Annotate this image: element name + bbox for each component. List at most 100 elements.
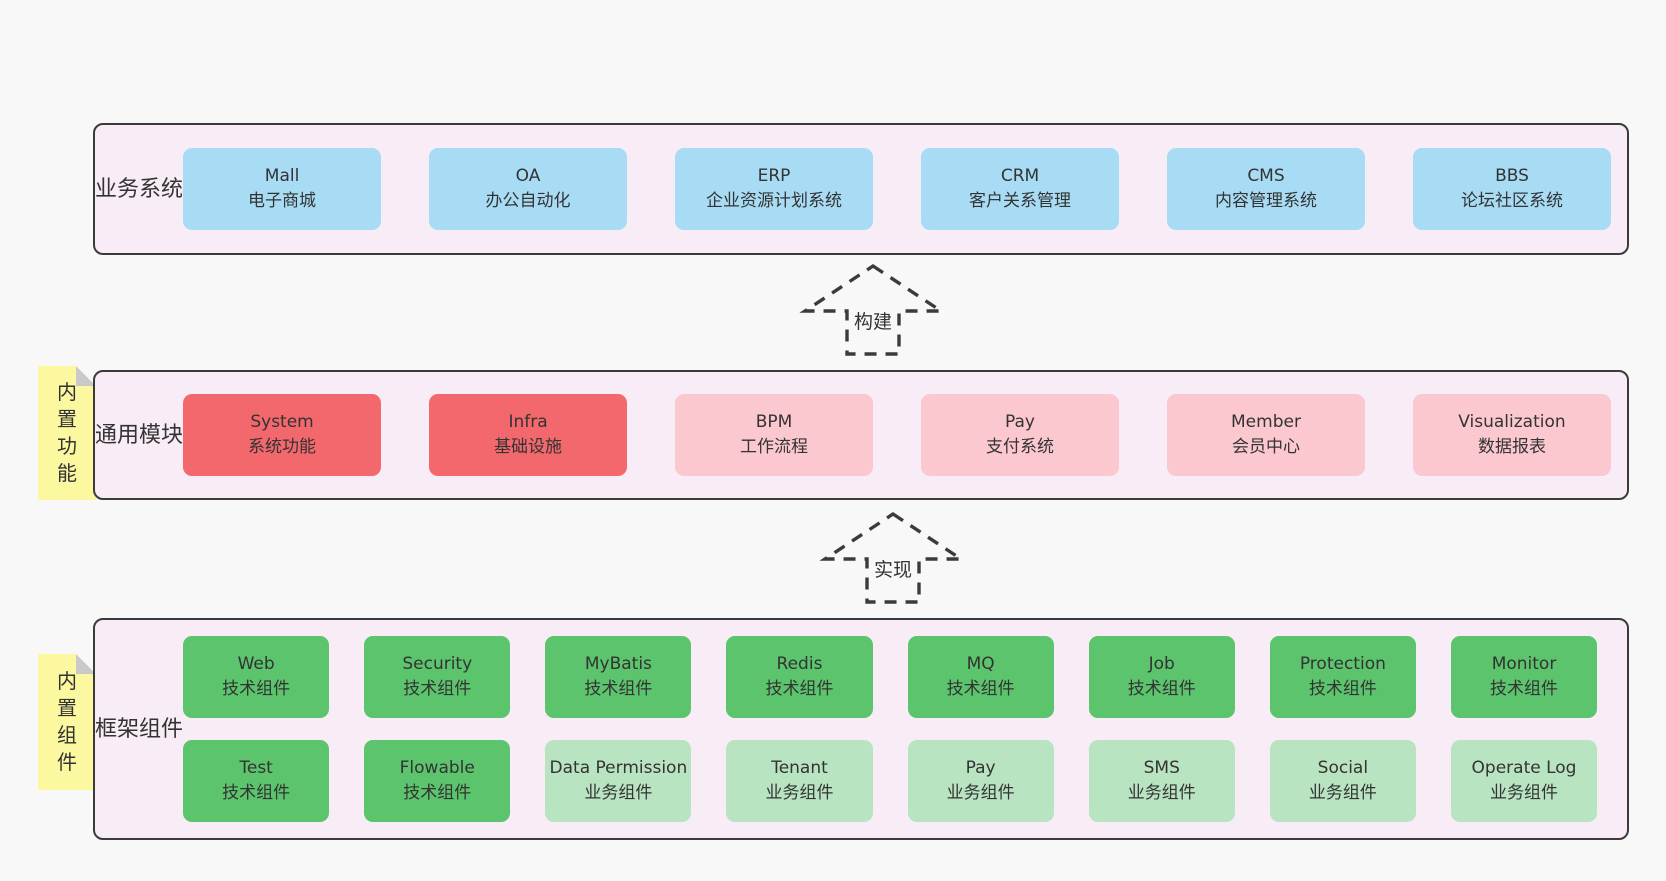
- box-desc: 业务组件: [946, 783, 1015, 803]
- box-desc: 技术组件: [222, 679, 291, 699]
- module-box-operate-log: Operate Log 业务组件: [1450, 740, 1598, 822]
- box-name: ERP: [757, 166, 791, 187]
- module-box-infra: Infra 基础设施: [429, 394, 628, 476]
- box-name: Tenant: [771, 758, 828, 779]
- common-modules-row: System 系统功能 Infra 基础设施 BPM 工作流程 Pay 支付系统 Member 会…: [183, 394, 1611, 476]
- module-box-member: Member 会员中心: [1167, 394, 1365, 476]
- layer-label-common-modules: 通用模块: [95, 422, 184, 448]
- box-desc: 基础设施: [494, 437, 563, 457]
- box-desc: 业务组件: [1490, 783, 1558, 803]
- box-desc: 支付系统: [986, 437, 1054, 457]
- box-name: System: [250, 412, 314, 433]
- box-desc: 业务组件: [1308, 783, 1377, 803]
- box-name: Infra: [508, 412, 548, 433]
- layer-label-business-systems: 业务系统: [95, 176, 184, 202]
- box-desc: 技术组件: [1127, 679, 1196, 699]
- box-desc: 系统功能: [248, 437, 317, 457]
- box-name: Data Permission: [549, 758, 688, 779]
- module-box-flowable: Flowable 技术组件: [364, 740, 511, 822]
- box-desc: 客户关系管理: [969, 191, 1071, 211]
- module-box-sms: SMS 业务组件: [1088, 740, 1235, 822]
- box-desc: 技术组件: [1308, 679, 1377, 699]
- box-desc: 办公自动化: [485, 191, 571, 211]
- module-box-mq: MQ 技术组件: [907, 636, 1054, 718]
- box-name: MQ: [966, 654, 995, 675]
- module-box-bpm: BPM 工作流程: [675, 394, 874, 476]
- box-desc: 技术组件: [584, 679, 653, 699]
- arrow-implement-label: 实现: [874, 559, 912, 581]
- box-name: Operate Log: [1471, 758, 1577, 779]
- box-name: Mall: [264, 166, 300, 187]
- box-name: CRM: [1000, 166, 1040, 187]
- module-box-system: System 系统功能: [183, 394, 382, 476]
- module-box-pay: Pay 业务组件: [907, 740, 1054, 822]
- module-box-tenant: Tenant 业务组件: [726, 740, 873, 822]
- arrow-build: 构建: [798, 263, 948, 356]
- box-desc: 会员中心: [1231, 437, 1300, 457]
- box-name: Pay: [1005, 412, 1035, 433]
- box-desc: 工作流程: [740, 437, 809, 457]
- box-name: MyBatis: [584, 654, 652, 675]
- box-name: CMS: [1247, 166, 1285, 187]
- box-desc: 技术组件: [1490, 679, 1558, 699]
- box-desc: 技术组件: [946, 679, 1015, 699]
- module-box-monitor: Monitor 技术组件: [1450, 636, 1598, 718]
- layer-business-systems: 业务系统 Mall 电子商城 OA 办公自动化 ERP 企业资源计划系统 CRM 客户关系管理…: [93, 123, 1629, 255]
- module-box-oa: OA 办公自动化: [429, 148, 628, 230]
- sticky-note-builtin-features: 内置功能: [38, 366, 96, 500]
- box-desc: 论坛社区系统: [1460, 191, 1563, 211]
- module-box-job: Job 技术组件: [1088, 636, 1235, 718]
- box-name: Test: [239, 758, 273, 779]
- layer-common-modules: 通用模块 System 系统功能 Infra 基础设施 BPM 工作流程 Pay 支付系统 Me…: [93, 370, 1629, 500]
- module-box-erp: ERP 企业资源计划系统: [675, 148, 874, 230]
- arrow-build-outline: [799, 263, 947, 356]
- box-desc: 技术组件: [403, 783, 472, 803]
- box-name: SMS: [1143, 758, 1180, 779]
- box-desc: 技术组件: [765, 679, 834, 699]
- arrow-implement: 实现: [818, 511, 968, 604]
- module-box-visualization: Visualization 数据报表: [1412, 394, 1611, 476]
- module-box-test: Test 技术组件: [183, 740, 330, 822]
- module-box-protection: Protection 技术组件: [1269, 636, 1416, 718]
- module-box-web: Web 技术组件: [183, 636, 330, 718]
- module-box-crm: CRM 客户关系管理: [921, 148, 1119, 230]
- box-name: OA: [515, 166, 541, 187]
- box-name: Flowable: [399, 758, 475, 779]
- box-name: BPM: [755, 412, 793, 433]
- box-name: Member: [1231, 412, 1301, 433]
- module-box-mybatis: MyBatis 技术组件: [545, 636, 692, 718]
- box-name: Security: [402, 654, 473, 675]
- module-box-mall: Mall 电子商城: [183, 148, 382, 230]
- box-desc: 技术组件: [222, 783, 291, 803]
- box-desc: 业务组件: [765, 783, 834, 803]
- layer-label-framework-components: 框架组件: [95, 716, 184, 742]
- box-name: Pay: [965, 758, 996, 779]
- box-name: Web: [237, 654, 275, 675]
- box-desc: 业务组件: [1127, 783, 1196, 803]
- box-name: Monitor: [1491, 654, 1557, 675]
- sticky-note-builtin-components-label: 内置组件: [57, 669, 77, 774]
- box-name: BBS: [1495, 166, 1529, 187]
- box-name: Protection: [1299, 654, 1386, 675]
- arrow-build-label: 构建: [854, 311, 892, 333]
- box-name: Visualization: [1458, 412, 1566, 433]
- sticky-note-builtin-components: 内置组件: [38, 654, 96, 790]
- module-box-bbs: BBS 论坛社区系统: [1412, 148, 1611, 230]
- box-desc: 数据报表: [1477, 437, 1546, 457]
- box-desc: 企业资源计划系统: [706, 191, 843, 211]
- sticky-note-builtin-features-label: 内置功能: [57, 380, 77, 485]
- box-desc: 电子商城: [248, 191, 317, 211]
- module-box-pay: Pay 支付系统: [921, 394, 1119, 476]
- box-name: Job: [1148, 654, 1175, 675]
- arrow-implement-outline: [819, 511, 967, 604]
